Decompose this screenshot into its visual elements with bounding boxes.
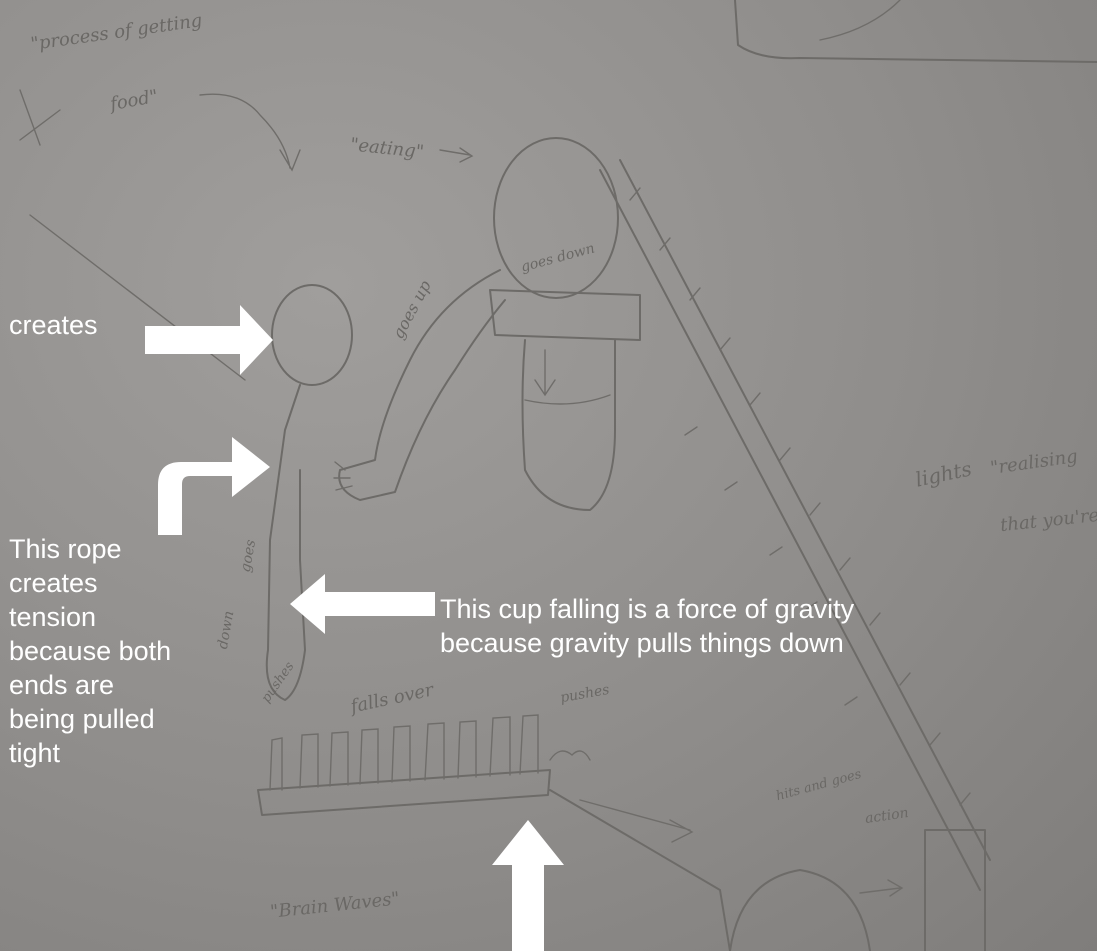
- sketch-dominoes: [258, 770, 550, 815]
- sketch-box-corner: [735, 0, 1097, 62]
- sketch-diagonal-line: [30, 215, 245, 380]
- sketch-head-large: [494, 138, 618, 298]
- sketch-light-string: [600, 170, 980, 890]
- caption-cup-gravity: This cup falling is a force of gravity b…: [440, 592, 1090, 660]
- caption-rope-tension: This rope creates tension because both e…: [9, 532, 269, 770]
- sketch-head-left: [272, 285, 352, 385]
- sketch-ball: [730, 870, 870, 951]
- caption-creates: creates: [9, 308, 98, 342]
